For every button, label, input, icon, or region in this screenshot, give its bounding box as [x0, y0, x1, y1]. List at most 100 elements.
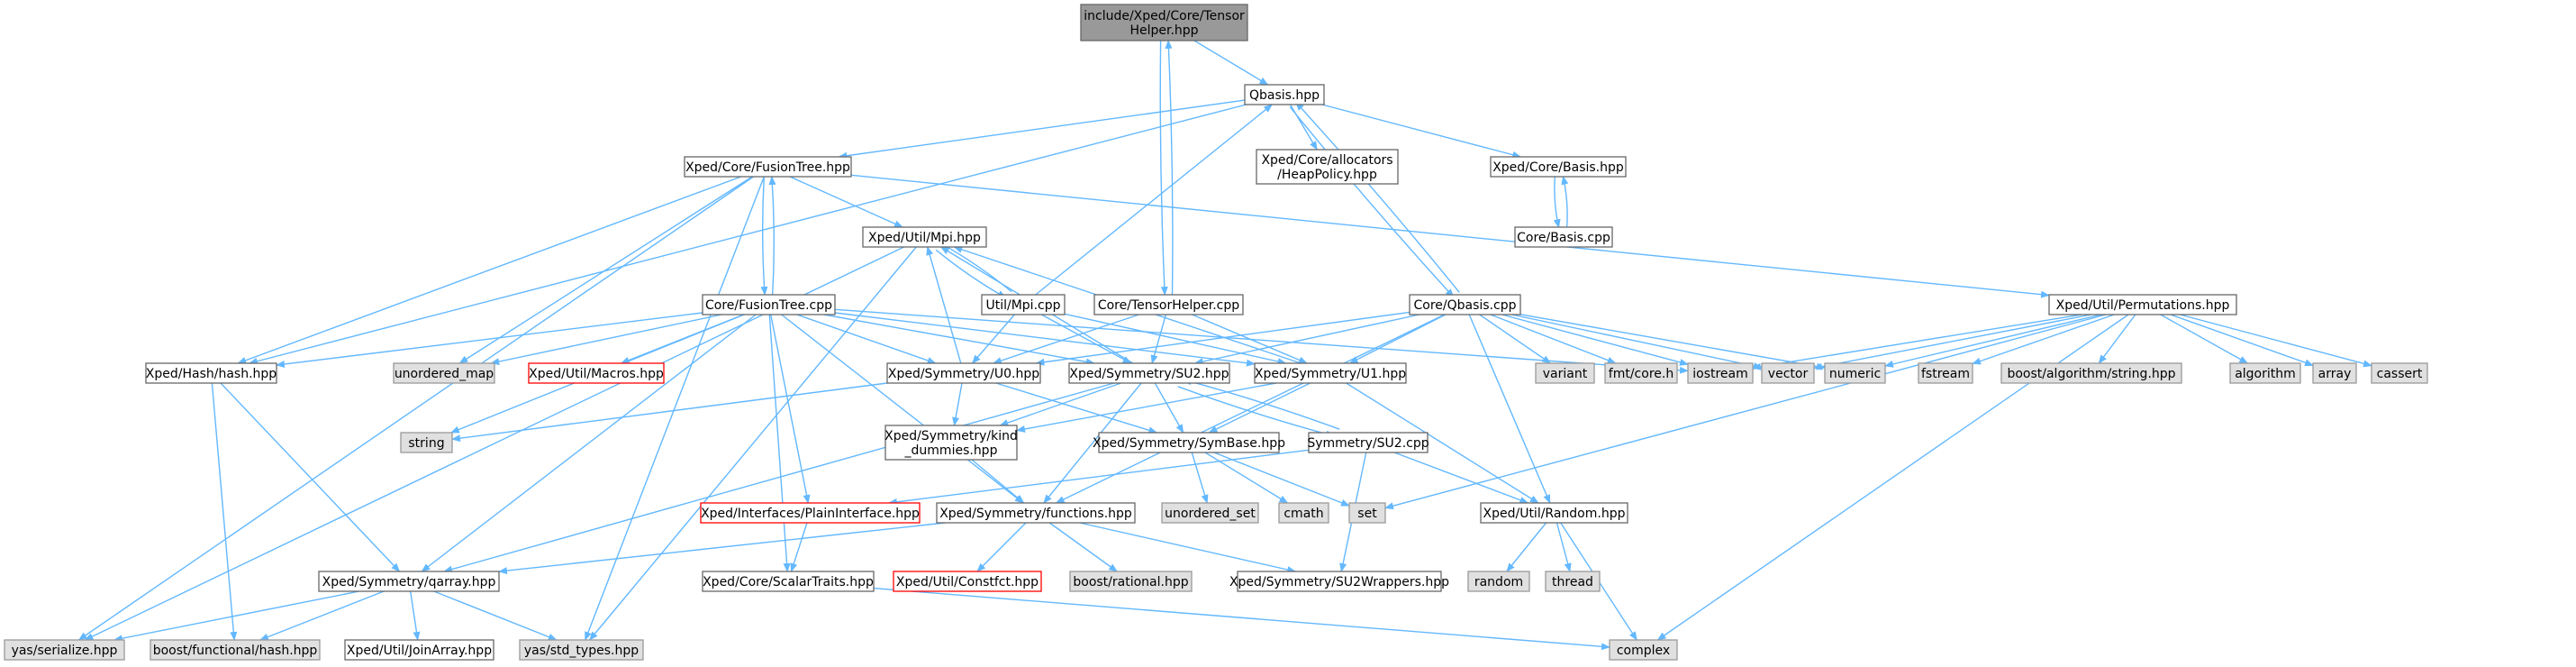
node-thread[interactable]: thread — [1545, 571, 1601, 592]
edge-fusiontree_hpp-to-permutations — [850, 174, 2050, 298]
node-label: Xped/Core/ScalarTraits.hpp — [703, 575, 874, 589]
node-qbasis[interactable]: Qbasis.hpp — [1244, 84, 1325, 105]
node-complex[interactable]: complex — [1609, 639, 1678, 661]
node-unordered-map[interactable]: unordered_map — [393, 362, 495, 384]
edge-fusiontree_cpp-to-su2_hpp — [823, 314, 1095, 366]
node-box — [1244, 84, 1325, 105]
edge-qbasis_cpp-to-numeric — [1519, 314, 1826, 370]
nodes-layer: include/Xped/Core/TensorHelper.hppQbasis… — [4, 4, 2428, 661]
node-box — [1080, 4, 1248, 41]
node-basis-hpp[interactable]: Xped/Core/Basis.hpp — [1490, 156, 1627, 178]
node-set[interactable]: set — [1348, 502, 1386, 524]
node-label: Xped/Core/FusionTree.hpp — [685, 160, 850, 175]
node-fusiontree-cpp[interactable]: Core/FusionTree.cpp — [702, 294, 836, 315]
node-box — [1161, 502, 1259, 524]
node-vector[interactable]: vector — [1761, 362, 1815, 384]
node-su2wrappers[interactable]: Xped/Symmetry/SU2Wrappers.hpp — [1229, 571, 1449, 592]
node-box — [344, 639, 494, 661]
node-fstream[interactable]: fstream — [1918, 362, 1973, 384]
node-label: Xped/Symmetry/SymBase.hpp — [1093, 436, 1285, 451]
node-label: numeric — [1829, 367, 1881, 381]
node-label: Xped/Util/Constfct.hpp — [896, 575, 1039, 589]
node-boost-rational[interactable]: boost/rational.hpp — [1069, 571, 1193, 592]
node-iostream[interactable]: iostream — [1687, 362, 1754, 384]
edge-fusiontree_cpp-to-functions — [781, 314, 1024, 504]
node-mpi-cpp[interactable]: Util/Mpi.cpp — [981, 294, 1066, 315]
node-cmath[interactable]: cmath — [1278, 502, 1329, 524]
node-label: random — [1474, 575, 1523, 589]
edge-permutations-to-complex — [1656, 314, 2129, 641]
node-label: Xped/Util/Mpi.hpp — [868, 231, 981, 245]
node-array[interactable]: array — [2312, 362, 2357, 384]
node-u1[interactable]: Xped/Symmetry/U1.hpp — [1254, 362, 1407, 384]
node-yas-std-types[interactable]: yas/std_types.hpp — [519, 639, 644, 661]
node-fmtcore[interactable]: fmt/core.h — [1604, 362, 1678, 384]
node-box — [1256, 149, 1399, 185]
node-heappolicy[interactable]: Xped/Core/allocators/HeapPolicy.hpp — [1256, 149, 1399, 185]
node-joinarray[interactable]: Xped/Util/JoinArray.hpp — [344, 639, 494, 661]
node-qarray[interactable]: Xped/Symmetry/qarray.hpp — [318, 571, 500, 592]
node-label: iostream — [1692, 367, 1748, 381]
edge-symbase-to-set — [1213, 452, 1350, 507]
edge-random_hpp-to-thread — [1556, 522, 1572, 572]
node-functions[interactable]: Xped/Symmetry/functions.hpp — [936, 502, 1136, 524]
edge-mpi_cpp-to-mpi_hpp — [941, 243, 1012, 293]
node-permutations[interactable]: Xped/Util/Permutations.hpp — [2048, 294, 2237, 315]
edge-permutations-to-vector — [1813, 314, 2092, 370]
node-basis-cpp[interactable]: Core/Basis.cpp — [1514, 226, 1613, 248]
node-box — [2000, 362, 2182, 384]
node-cassert[interactable]: cassert — [2371, 362, 2428, 384]
node-unordered-set[interactable]: unordered_set — [1161, 502, 1259, 524]
node-tensorhelper-cpp[interactable]: Core/TensorHelper.cpp — [1093, 294, 1244, 315]
node-random-hpp[interactable]: Xped/Util/Random.hpp — [1480, 502, 1628, 524]
node-plaininterface[interactable]: Xped/Interfaces/PlainInterface.hpp — [700, 502, 921, 524]
edge-permutations-to-algorithm — [2160, 314, 2249, 364]
edge-functions-to-qarray — [498, 522, 946, 575]
node-mpi-hpp[interactable]: Xped/Util/Mpi.hpp — [862, 226, 987, 248]
node-algorithm[interactable]: algorithm — [2229, 362, 2301, 384]
node-box — [1308, 432, 1429, 453]
node-box — [2312, 362, 2357, 384]
edge-symbase-to-cmath — [1204, 452, 1289, 504]
node-box — [150, 639, 321, 661]
node-macros[interactable]: Xped/Util/Macros.hpp — [528, 362, 665, 384]
node-constfct[interactable]: Xped/Util/Constfct.hpp — [893, 571, 1042, 592]
node-su2-cpp[interactable]: Symmetry/SU2.cpp — [1307, 432, 1429, 453]
node-string[interactable]: string — [400, 432, 453, 453]
edge-u0-to-mpi_hpp — [926, 246, 962, 364]
node-boost-hash[interactable]: boost/functional/hash.hpp — [150, 639, 321, 661]
node-random[interactable]: random — [1467, 571, 1530, 592]
edge-u0-to-symbase — [995, 382, 1158, 434]
node-label: Xped/Symmetry/SU2.hpp — [1069, 367, 1229, 381]
node-su2-hpp[interactable]: Xped/Symmetry/SU2.hpp — [1068, 362, 1230, 384]
node-label: Core/FusionTree.cpp — [705, 298, 832, 313]
node-variant[interactable]: variant — [1535, 362, 1595, 384]
edge-permutations-to-boost_algo — [2098, 314, 2136, 364]
edge-fusiontree_cpp-to-qarray — [421, 314, 757, 572]
edge-tensorhelper_cpp-to-u0 — [992, 314, 1139, 364]
node-box — [318, 571, 500, 592]
edge-qbasis-to-heappolicy — [1289, 104, 1318, 151]
node-box — [393, 362, 495, 384]
node-box — [1467, 571, 1530, 592]
node-box — [1535, 362, 1595, 384]
edge-qbasis_cpp-to-fmtcore — [1490, 314, 1617, 364]
node-scalartraits[interactable]: Xped/Core/ScalarTraits.hpp — [702, 571, 875, 592]
edge-qbasis-to-hash_hpp — [248, 104, 1247, 365]
edge-functions-to-boost_rational — [1048, 522, 1119, 572]
node-qbasis-cpp[interactable]: Core/Qbasis.cpp — [1409, 294, 1521, 315]
node-boost-algo[interactable]: boost/algorithm/string.hpp — [2000, 362, 2182, 384]
node-label: cmath — [1283, 507, 1323, 521]
node-fusiontree-hpp[interactable]: Xped/Core/FusionTree.hpp — [684, 156, 852, 178]
node-symbase[interactable]: Xped/Symmetry/SymBase.hpp — [1093, 432, 1285, 453]
node-label: variant — [1543, 367, 1588, 381]
node-hash-hpp[interactable]: Xped/Hash/hash.hpp — [145, 362, 277, 384]
node-label: Xped/Util/Permutations.hpp — [2056, 298, 2230, 313]
node-kind-dummies[interactable]: Xped/Symmetry/kind_dummies.hpp — [884, 425, 1018, 461]
node-root[interactable]: include/Xped/Core/TensorHelper.hpp — [1080, 4, 1248, 41]
node-u0[interactable]: Xped/Symmetry/U0.hpp — [886, 362, 1041, 384]
node-label: fmt/core.h — [1609, 367, 1673, 381]
node-box — [1604, 362, 1678, 384]
node-numeric[interactable]: numeric — [1824, 362, 1886, 384]
node-yas-serialize[interactable]: yas/serialize.hpp — [4, 639, 125, 661]
